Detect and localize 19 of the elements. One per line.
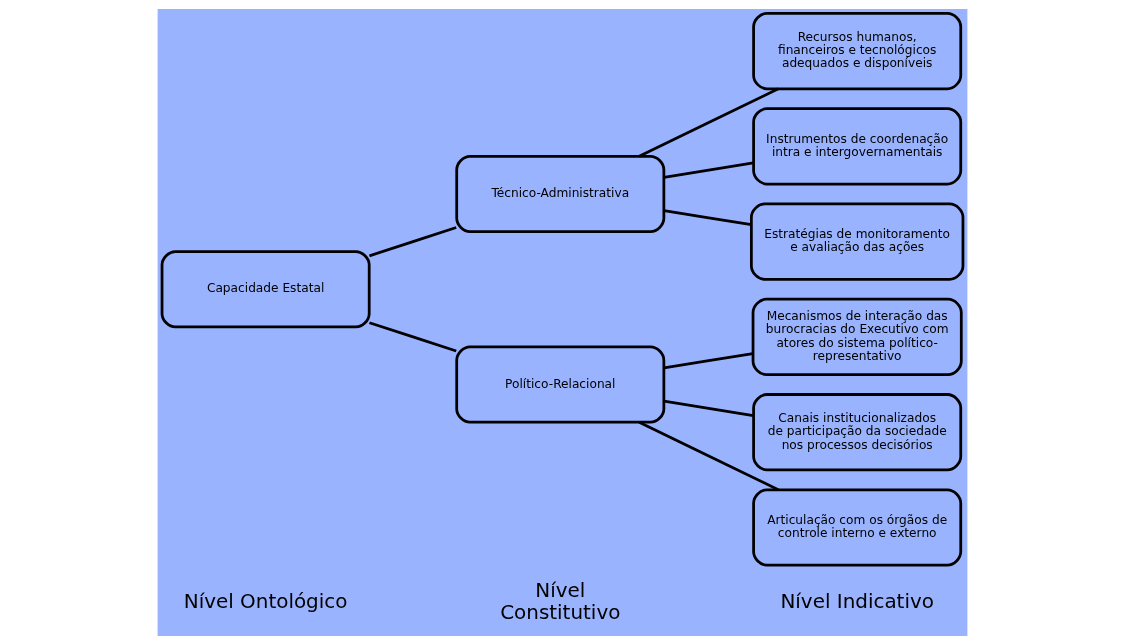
connector <box>369 225 457 257</box>
connector <box>663 399 754 417</box>
node-box: Político-Relacional <box>455 345 666 424</box>
node-box: Canais institucionalizados de participação da sociedade nos processos decisórios <box>752 392 963 471</box>
connector <box>369 320 457 352</box>
connector <box>638 420 779 491</box>
node-box: Articulação com os órgãos de controle interno e externo <box>752 487 963 566</box>
node-box: Técnico-Administrativa <box>455 154 666 233</box>
label: Nível Indicativo <box>780 589 934 613</box>
connector <box>663 351 753 369</box>
node-box: Estratégias de monitoramento e avaliação das ações <box>750 202 965 281</box>
node-box: Capacidade Estatal <box>160 249 371 328</box>
node-box: Mecanismos de interação das burocracias do Executivo com atores do sistema político-representativo <box>751 297 963 376</box>
label: Nível Ontológico <box>183 589 348 613</box>
node-box: Recursos humanos, financeiros e tecnológicos adequados e disponíveis <box>752 11 963 90</box>
connector <box>663 208 752 226</box>
connector <box>663 161 754 179</box>
node-box: Instrumentos de coordenação intra e intergovernamentais <box>752 106 963 185</box>
label: Nível Constitutivo <box>500 578 621 624</box>
